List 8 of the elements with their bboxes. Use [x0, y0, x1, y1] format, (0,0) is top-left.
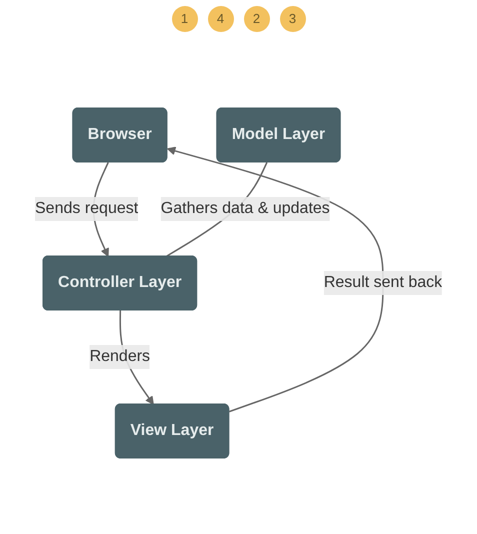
- step-number: 4: [208, 6, 234, 32]
- step-number: 1: [172, 6, 198, 32]
- edge-label: Sends request: [34, 200, 138, 217]
- step-number: 2: [244, 6, 270, 32]
- step-number: 3: [280, 6, 306, 32]
- edge-label: Gathers data & updates: [160, 200, 330, 217]
- edge-label: Renders: [89, 348, 150, 365]
- edge-label: Result sent back: [324, 274, 442, 291]
